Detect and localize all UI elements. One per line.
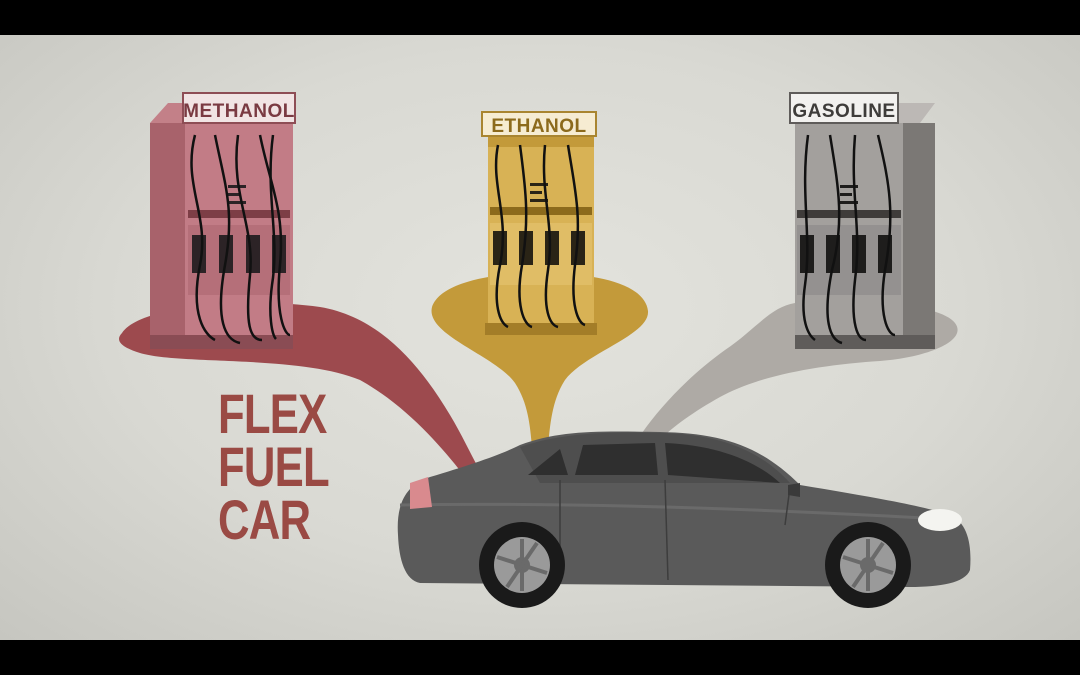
methanol-pump: METHANOL [150, 92, 296, 349]
rear-wheel [479, 522, 565, 608]
flex-fuel-car-headline: FLEX FUEL CAR [218, 382, 335, 551]
flex-fuel-illustration: METHANOL [0, 35, 1080, 640]
gasoline-pump: GASOLINE [789, 92, 935, 349]
headline-line-2: FUEL [218, 435, 330, 498]
ethanol-hoses [494, 144, 586, 329]
headline-line-1: FLEX [218, 382, 327, 445]
front-wheel [825, 522, 911, 608]
letterbox-top [0, 0, 1080, 35]
illustration-canvas: METHANOL [119, 92, 971, 608]
letterbox-bottom [0, 640, 1080, 675]
ethanol-label: ETHANOL [491, 116, 586, 137]
methanol-hoses [190, 134, 291, 345]
methanol-label: METHANOL [183, 101, 295, 122]
car-icon [397, 431, 971, 608]
gasoline-label: GASOLINE [792, 101, 895, 122]
ethanol-pump: ETHANOL [481, 111, 597, 335]
headline-line-3: CAR [218, 488, 311, 551]
gasoline-hoses [802, 134, 896, 345]
